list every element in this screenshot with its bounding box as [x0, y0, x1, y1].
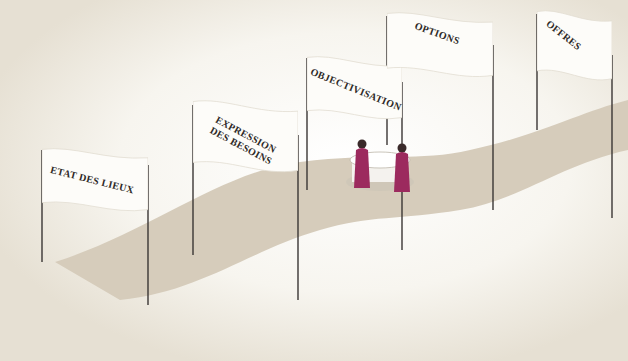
flag-banner: OPTIONS: [387, 12, 493, 84]
flag-banner: ETAT DES LIEUX: [42, 148, 148, 218]
poles: [42, 14, 612, 305]
flag-banner: EXPRESSION DES BESOINS: [193, 100, 298, 180]
flag-shape: [387, 12, 493, 84]
flag-banner: OFFRES: [537, 10, 612, 88]
person-body: [394, 152, 410, 192]
people: [354, 140, 410, 193]
flag-cloth: [387, 13, 493, 77]
pole: [611, 55, 612, 218]
person-head: [398, 144, 407, 153]
person-body: [354, 148, 370, 188]
person-head: [358, 140, 367, 149]
